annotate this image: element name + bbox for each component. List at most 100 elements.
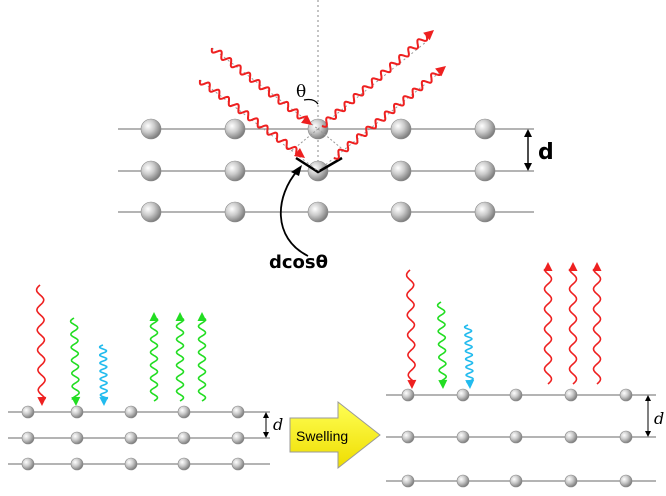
wave-arrowhead	[175, 312, 185, 321]
path-difference-bracket	[295, 156, 343, 174]
atom	[456, 430, 470, 444]
wave-arrowhead	[71, 396, 81, 406]
atom	[231, 431, 245, 445]
atom	[401, 474, 415, 488]
wave	[405, 269, 416, 383]
wave-arrowhead	[543, 262, 553, 271]
wave-arrowhead	[568, 262, 578, 271]
incident-reflected-waves	[198, 30, 446, 172]
path-diff-line	[317, 128, 347, 153]
atom	[564, 430, 578, 444]
atom	[124, 405, 138, 419]
atom	[456, 474, 470, 488]
atom	[509, 430, 523, 444]
atom	[390, 160, 412, 182]
wave-arrowhead	[37, 396, 47, 406]
wave	[35, 284, 47, 400]
atom	[401, 388, 415, 402]
atom	[564, 388, 578, 402]
atom	[124, 431, 138, 445]
wave-arrowhead	[293, 148, 305, 158]
wave-arrowhead	[438, 379, 448, 389]
left-waves	[35, 284, 207, 406]
wave	[175, 318, 185, 402]
atom	[619, 474, 633, 488]
wave	[210, 47, 309, 120]
theta-arc	[303, 98, 319, 105]
atom	[140, 201, 162, 223]
dcos-label: dcosθ	[269, 252, 328, 273]
atom	[619, 388, 633, 402]
dcos-pointer	[279, 169, 309, 257]
atom	[509, 388, 523, 402]
wave-arrowhead	[592, 262, 602, 271]
before-swelling-panel: d	[8, 284, 283, 471]
atom	[564, 474, 578, 488]
atom	[140, 118, 162, 140]
swelling-label: Swelling	[296, 428, 348, 444]
atom	[140, 160, 162, 182]
wave-arrowhead	[423, 30, 434, 41]
right-atoms	[401, 388, 633, 488]
atom	[456, 388, 470, 402]
atom	[224, 160, 246, 182]
wave	[321, 32, 429, 128]
atom	[21, 457, 35, 471]
atom	[231, 405, 245, 419]
wave	[592, 268, 602, 385]
wave-arrowhead	[197, 312, 207, 321]
wave	[333, 71, 442, 160]
top-atoms	[140, 118, 496, 223]
d-spacing-indicator	[524, 129, 532, 171]
atom	[21, 431, 35, 445]
atom	[70, 431, 84, 445]
atom	[224, 201, 246, 223]
d-spacing-indicator-right	[645, 395, 651, 437]
wave	[463, 324, 474, 384]
path-diff-line	[289, 128, 319, 153]
atom	[177, 431, 191, 445]
left-atoms	[21, 405, 245, 471]
d-label-left: d	[273, 415, 283, 434]
d-spacing-label: d	[538, 140, 554, 165]
atom	[70, 457, 84, 471]
d-spacing-indicator-left	[263, 412, 269, 438]
atom	[474, 118, 496, 140]
wave-arrowhead	[99, 396, 109, 406]
atom	[474, 160, 496, 182]
wave	[149, 318, 159, 402]
atom	[224, 118, 246, 140]
wave	[198, 79, 298, 157]
wave	[197, 318, 207, 402]
d-label-right: d	[654, 409, 664, 428]
atom	[390, 201, 412, 223]
wave-arrowhead	[435, 66, 446, 77]
wave	[568, 268, 578, 385]
atom	[231, 457, 245, 471]
atom	[70, 405, 84, 419]
atom	[474, 201, 496, 223]
dcos-pointer-head	[291, 165, 302, 176]
atom	[619, 430, 633, 444]
atom	[401, 430, 415, 444]
atom	[21, 405, 35, 419]
theta-label: θ	[296, 82, 306, 102]
right-waves	[405, 262, 602, 389]
wave	[436, 301, 447, 383]
bragg-panel: θ d dcosθ	[118, 0, 554, 273]
swelling-arrow: Swelling	[289, 400, 381, 470]
atom	[307, 201, 329, 223]
atom	[390, 118, 412, 140]
atom	[509, 474, 523, 488]
wave-arrowhead	[301, 114, 312, 125]
wave	[69, 317, 80, 400]
wave-arrowhead	[465, 379, 475, 389]
atom	[177, 405, 191, 419]
wave	[98, 344, 108, 400]
after-swelling-panel: d	[386, 262, 664, 488]
wave-arrowhead	[407, 379, 417, 389]
wave	[543, 268, 553, 385]
atom	[124, 457, 138, 471]
wave-arrowhead	[149, 312, 159, 321]
